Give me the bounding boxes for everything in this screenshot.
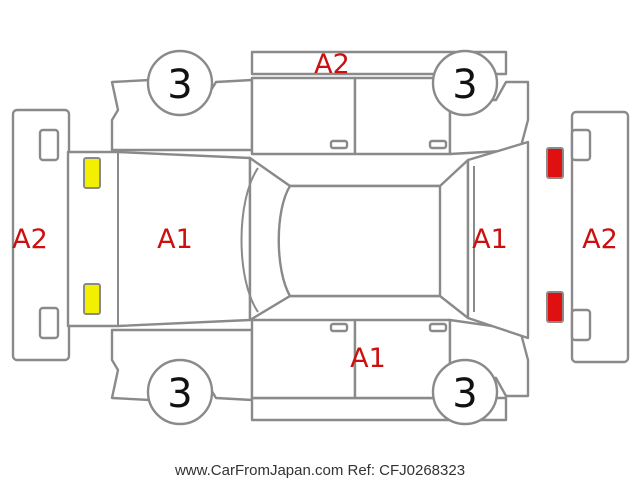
wheel-rear-left[interactable]: 3 [431, 49, 499, 117]
rear-hatch[interactable] [466, 140, 530, 340]
rear-marker-bottom [546, 291, 564, 323]
front-marker-top [83, 157, 101, 189]
damage-code-rear-bumper: A2 [582, 224, 618, 255]
wheel-front-right-label: 3 [167, 371, 192, 417]
wheel-front-left-label: 3 [167, 62, 192, 108]
front-marker-bottom [83, 283, 101, 315]
wheel-front-left[interactable]: 3 [146, 49, 214, 117]
rear-bumper[interactable] [570, 110, 630, 364]
footer-reference: www.CarFromJapan.com Ref: CFJ0268323 [174, 462, 465, 479]
wheel-rear-right[interactable]: 3 [431, 358, 499, 426]
damage-code-roof-top: A2 [314, 49, 350, 80]
cabin-roof[interactable] [240, 156, 470, 322]
wheel-rear-left-label: 3 [452, 62, 477, 108]
wheel-front-right[interactable]: 3 [146, 358, 214, 426]
damage-code-front-bumper: A2 [12, 224, 48, 255]
damage-code-hood: A1 [157, 224, 193, 255]
damage-code-lower-door: A1 [350, 343, 386, 374]
damage-code-rear-hatch: A1 [472, 224, 508, 255]
wheel-rear-right-label: 3 [452, 371, 477, 417]
rear-marker-top [546, 147, 564, 179]
